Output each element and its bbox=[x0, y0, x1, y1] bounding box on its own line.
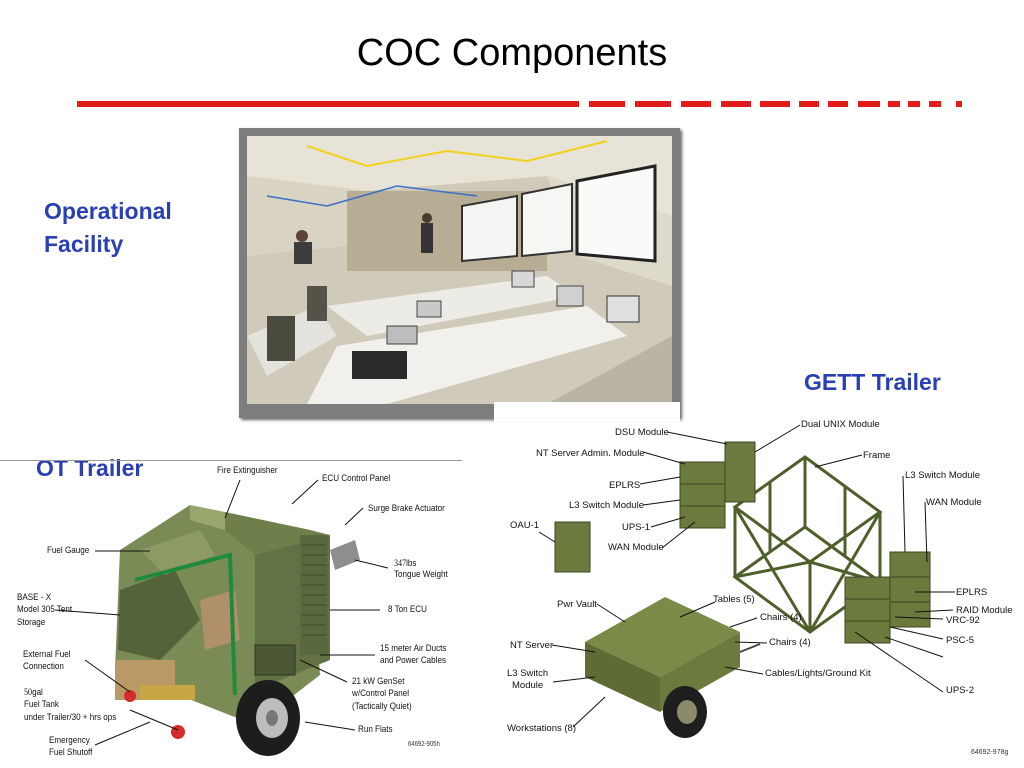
ext-fuel-line2: Connection bbox=[23, 661, 64, 673]
ot-trailer-diagram: Fire Extinguisher ECU Control Panel Surg… bbox=[0, 460, 462, 768]
callout-external-fuel: External Fuel Connection bbox=[23, 649, 71, 674]
callout-dual-unix: Dual UNIX Module bbox=[801, 419, 880, 430]
callout-surge-brake: Surge Brake Actuator bbox=[368, 503, 445, 514]
callout-l3-switch-module: L3 Switch Module bbox=[507, 668, 548, 693]
callout-ecu-control-panel: ECU Control Panel bbox=[322, 473, 391, 484]
fuel-tank-line2: Fuel Tank bbox=[24, 699, 59, 711]
tongue-weight-value: 347 bbox=[394, 559, 407, 569]
air-ducts-line2: and Power Cables bbox=[380, 655, 446, 667]
operational-facility-label: Operational Facility bbox=[44, 195, 172, 262]
genset-line1: 21 kW GenSet bbox=[352, 676, 405, 687]
emergency-line1: Emergency bbox=[49, 735, 90, 746]
callout-fire-extinguisher: Fire Extinguisher bbox=[217, 465, 278, 476]
fuel-tank-value: 50 bbox=[24, 688, 33, 698]
callout-oau-1: OAU-1 bbox=[510, 520, 540, 531]
callout-eplrs-right: EPLRS bbox=[956, 587, 988, 598]
photo-caption-gap bbox=[494, 402, 680, 422]
callout-l3-switch-left: L3 Switch Module bbox=[569, 500, 644, 511]
callout-emergency-fuel: Emergency Fuel Shutoff bbox=[49, 735, 92, 760]
operational-label-line1: Operational bbox=[44, 198, 172, 224]
l3-switch-module-line1: L3 Switch bbox=[507, 668, 549, 679]
callout-tongue-weight: 347lbs Tongue Weight bbox=[394, 558, 448, 580]
tongue-weight-unit: lbs bbox=[406, 558, 417, 569]
callout-dsu-module: DSU Module bbox=[615, 427, 669, 438]
ot-trailer-label: OT Trailer bbox=[36, 455, 144, 481]
callout-frame: Frame bbox=[863, 450, 891, 461]
callout-chairs-2: Chairs (4) bbox=[769, 637, 811, 648]
callout-nt-admin: NT Server Admin. Module bbox=[536, 448, 645, 459]
operational-label-line2: Facility bbox=[44, 231, 124, 258]
genset-line3: (Tactically Quiet) bbox=[352, 700, 412, 712]
callout-fuel-tank: 50gal Fuel Tank under Trailer/30 + hrs o… bbox=[24, 687, 116, 724]
callout-chairs-1: Chairs (4) bbox=[760, 612, 802, 623]
callout-l3-switch-right: L3 Switch Module bbox=[905, 470, 980, 481]
callout-genset: 21 kW GenSet w/Control Panel (Tactically… bbox=[352, 676, 412, 713]
callout-workstations: Workstations (8) bbox=[507, 723, 576, 734]
gett-figure-id: 64692-978g bbox=[971, 749, 1009, 756]
callout-fuel-gauge: Fuel Gauge bbox=[47, 545, 90, 556]
ot-figure-id: 64692-905h bbox=[408, 741, 440, 748]
slide-title: COC Components bbox=[356, 32, 668, 74]
fuel-tank-line3: under Trailer/30 + hrs ops bbox=[24, 711, 117, 723]
fuel-tank-unit: gal bbox=[32, 687, 43, 698]
base-x-line3: Storage bbox=[17, 616, 46, 628]
gett-trailer-diagram: DSU Module Dual UNIX Module NT Server Ad… bbox=[495, 412, 1024, 768]
air-ducts-line1: 15 meter Air Ducts bbox=[380, 643, 447, 654]
callout-eplrs-left: EPLRS bbox=[609, 480, 641, 491]
gett-trailer-label: GETT Trailer bbox=[804, 369, 941, 395]
base-x-line1: BASE - X bbox=[17, 592, 52, 603]
callout-ups-1: UPS-1 bbox=[622, 522, 650, 533]
callout-raid-module: RAID Module bbox=[956, 605, 1013, 616]
callout-wan-right: WAN Module bbox=[926, 497, 982, 508]
callout-wan-left: WAN Module bbox=[608, 542, 664, 553]
ext-fuel-line1: External Fuel bbox=[23, 649, 71, 660]
callout-ups-2: UPS-2 bbox=[946, 685, 974, 696]
genset-line2: w/Control Panel bbox=[352, 688, 410, 700]
callout-vrc-92: VRC-92 bbox=[946, 615, 980, 626]
callout-base-x: BASE - X Model 305 Tent Storage bbox=[17, 592, 72, 629]
emergency-line2: Fuel Shutoff bbox=[49, 747, 93, 759]
callout-nt-server: NT Server bbox=[510, 640, 554, 651]
callout-tables: Tables (5) bbox=[713, 594, 755, 605]
operational-facility-photo bbox=[247, 136, 672, 404]
callout-cables-kit: Cables/Lights/Ground Kit bbox=[765, 668, 871, 679]
callout-run-flats: Run Flats bbox=[358, 724, 393, 735]
callout-pwr-vault: Pwr Vault bbox=[557, 599, 597, 610]
ot-divider bbox=[0, 460, 462, 461]
callout-psc-5: PSC-5 bbox=[946, 635, 974, 646]
operational-facility-photo-frame bbox=[239, 128, 680, 418]
base-x-line2: Model 305 Tent bbox=[17, 604, 73, 616]
tongue-weight-label: Tongue Weight bbox=[394, 569, 448, 580]
l3-switch-module-line2: Module bbox=[512, 680, 544, 692]
callout-8-ton-ecu: 8 Ton ECU bbox=[388, 604, 427, 615]
callout-air-ducts: 15 meter Air Ducts and Power Cables bbox=[380, 643, 446, 668]
